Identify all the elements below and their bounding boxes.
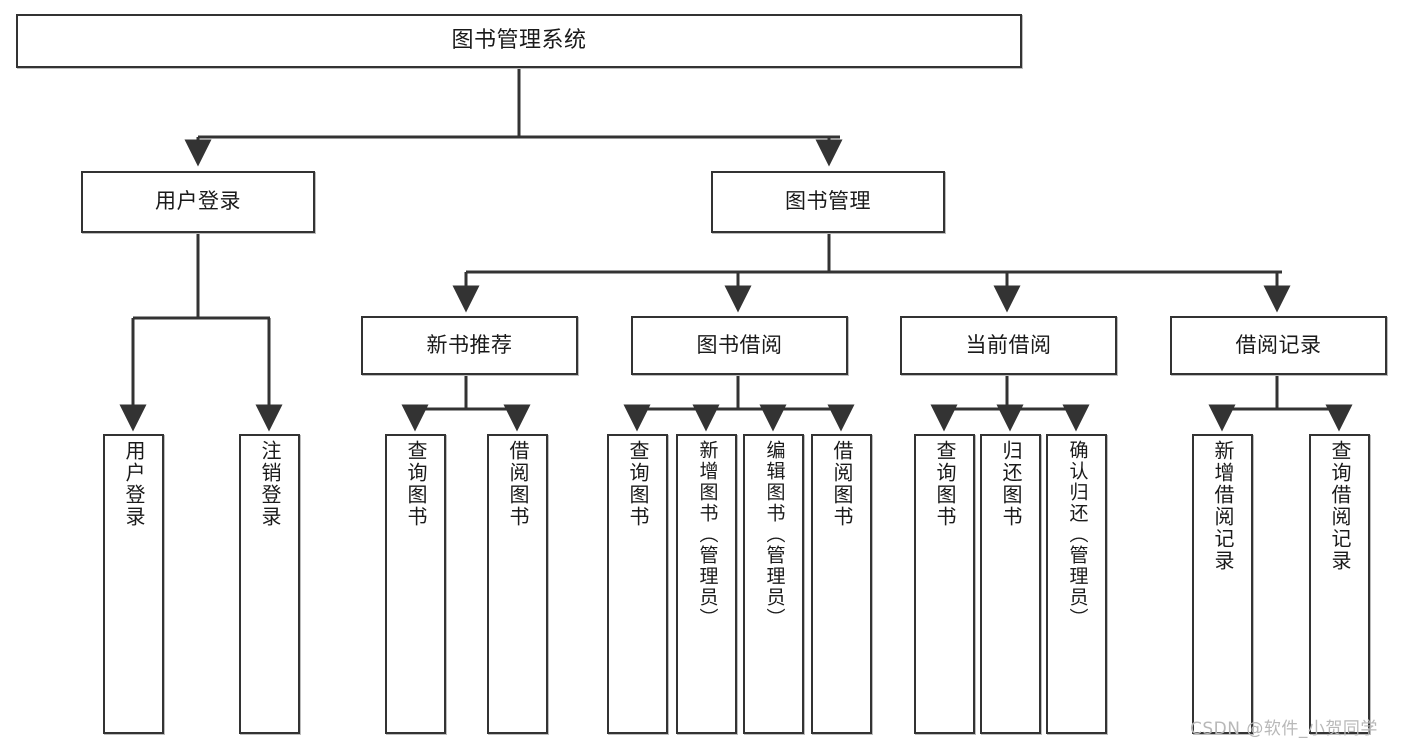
leaf-borrow-record-add[interactable]: 新增借阅记录 xyxy=(1192,434,1253,734)
node-borrow-record[interactable]: 借阅记录 xyxy=(1170,316,1387,375)
node-label: 查询图书 xyxy=(404,440,428,528)
node-label: 确认归还（管理员） xyxy=(1066,440,1089,629)
node-label: 图书管理 xyxy=(785,189,871,214)
node-label: 新增图书（管理员） xyxy=(696,440,719,629)
node-user-login[interactable]: 用户登录 xyxy=(81,171,315,233)
node-label: 编辑图书（管理员） xyxy=(763,440,786,629)
leaf-user-login-logout[interactable]: 注销登录 xyxy=(239,434,300,734)
node-label: 注销登录 xyxy=(258,440,282,528)
leaf-borrow-record-query[interactable]: 查询借阅记录 xyxy=(1309,434,1370,734)
node-label: 借阅图书 xyxy=(506,440,530,528)
node-label: 新书推荐 xyxy=(426,332,513,357)
node-label: 新增借阅记录 xyxy=(1211,440,1235,572)
node-label: 图书借阅 xyxy=(696,332,783,357)
node-label: 用户登录 xyxy=(155,189,241,214)
node-book-management[interactable]: 图书管理 xyxy=(711,171,945,233)
leaf-book-borrow-query[interactable]: 查询图书 xyxy=(607,434,668,734)
node-current-borrow[interactable]: 当前借阅 xyxy=(900,316,1117,375)
node-label: 当前借阅 xyxy=(965,332,1052,357)
csdn-watermark: CSDN @软件_小贺同学 xyxy=(1190,719,1378,739)
node-new-book-recommend[interactable]: 新书推荐 xyxy=(361,316,578,375)
node-label: 查询图书 xyxy=(626,440,650,528)
leaf-current-borrow-query[interactable]: 查询图书 xyxy=(914,434,975,734)
node-label: 借阅图书 xyxy=(830,440,854,528)
node-label: 查询图书 xyxy=(933,440,957,528)
leaf-book-borrow-borrow-book[interactable]: 借阅图书 xyxy=(811,434,872,734)
leaf-book-borrow-edit-book-admin[interactable]: 编辑图书（管理员） xyxy=(743,434,804,734)
node-label: 图书管理系统 xyxy=(451,27,587,53)
leaf-current-borrow-return[interactable]: 归还图书 xyxy=(980,434,1041,734)
leaf-new-book-borrow[interactable]: 借阅图书 xyxy=(487,434,548,734)
leaf-book-borrow-add-book-admin[interactable]: 新增图书（管理员） xyxy=(676,434,737,734)
leaf-new-book-query[interactable]: 查询图书 xyxy=(385,434,446,734)
leaf-current-borrow-confirm-return-admin[interactable]: 确认归还（管理员） xyxy=(1046,434,1107,734)
node-label: 查询借阅记录 xyxy=(1328,440,1352,572)
node-root-book-management-system[interactable]: 图书管理系统 xyxy=(16,14,1022,68)
node-book-borrow[interactable]: 图书借阅 xyxy=(631,316,848,375)
node-label: 用户登录 xyxy=(122,440,146,528)
node-label: 归还图书 xyxy=(999,440,1023,528)
leaf-user-login-login[interactable]: 用户登录 xyxy=(103,434,164,734)
node-label: 借阅记录 xyxy=(1235,332,1322,357)
